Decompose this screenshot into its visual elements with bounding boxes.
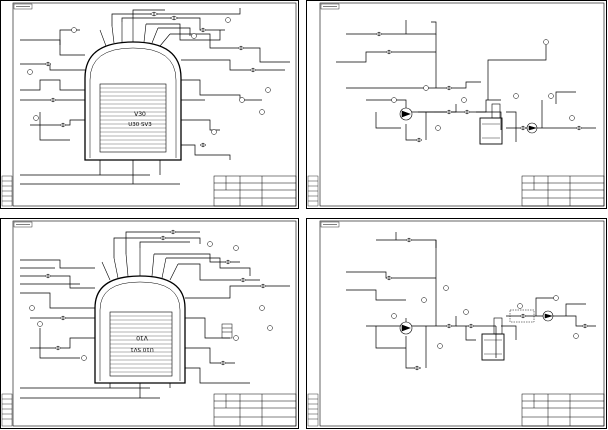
drawing-sheet-bottom-left: V10 U10 SV1 [0,218,300,430]
valve-symbols [375,31,583,143]
vessel [94,248,186,384]
piping-lines [20,8,290,185]
left-margin-strip [1,175,13,207]
vessel-tank [481,309,535,361]
title-block [213,175,297,207]
valve-symbols [44,229,267,366]
drawing-sheet-top-right [306,0,608,210]
sheet-tag [13,221,33,228]
valve-symbols [385,237,589,371]
vessel-tank [479,103,503,145]
sheet-canvas: V10 U10 SV1 [0,218,299,429]
instrument-bubbles [391,39,575,131]
sheet-tag [320,221,340,228]
drawing-sheet-top-left: V30 U30 SV3 [0,0,300,210]
left-margin-strip [307,175,319,207]
vessel-tag: V30 [134,111,146,118]
title-block [521,175,605,207]
pump-symbol [399,107,538,134]
piping-lines [336,20,596,142]
pump-symbol [399,310,554,335]
sheet-canvas [306,218,607,429]
sheet-canvas [306,0,607,209]
sheet-canvas: V30 U30 SV3 [0,0,299,209]
instrument-bubbles [27,17,271,135]
sheet-tag [320,3,340,10]
vessel-subtag: U10 SV1 [130,346,154,352]
flange-block [221,323,233,339]
left-margin-strip [1,393,13,427]
vessel [84,18,182,161]
piping-lines [20,231,290,399]
sheet-tag [13,3,33,10]
drawing-sheet-bottom-right [306,218,608,430]
title-block [213,393,297,427]
valve-symbols [44,11,257,148]
title-block [521,393,605,427]
left-margin-strip [307,393,319,427]
vessel-subtag: U30 SV3 [128,122,152,128]
instrument-bubbles [29,241,273,361]
instrument-bubbles [391,285,579,349]
vessel-tag: V10 [136,334,148,341]
